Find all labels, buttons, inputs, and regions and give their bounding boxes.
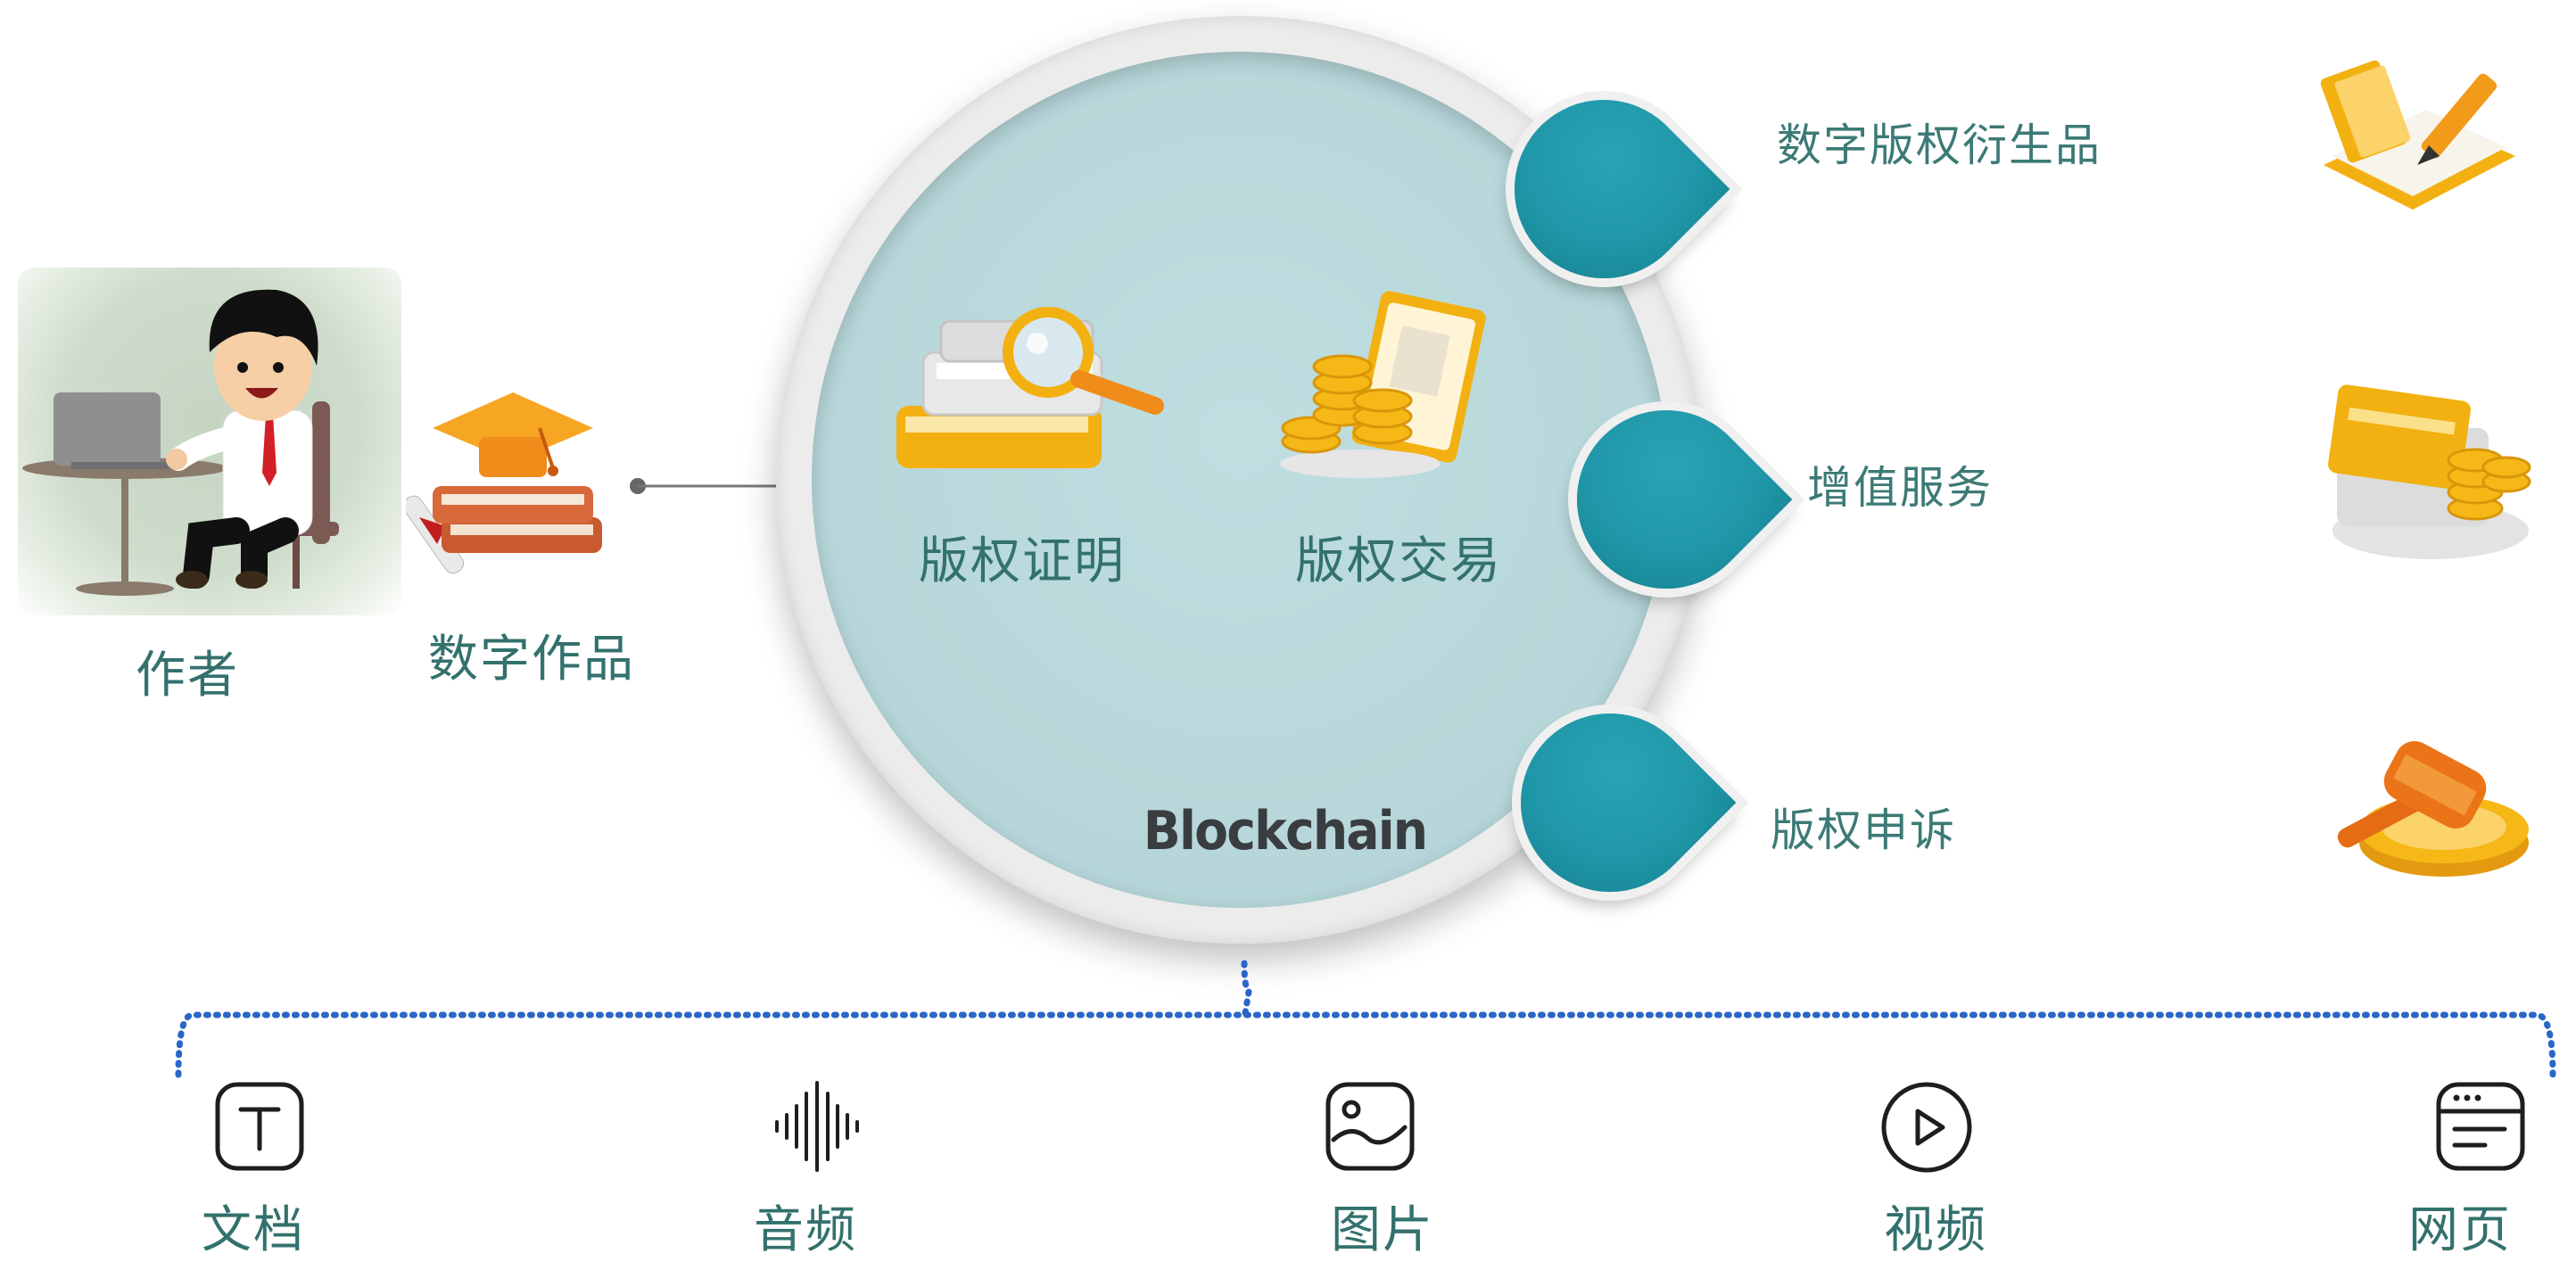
media-label-audio: 音频 bbox=[754, 1201, 857, 1259]
connector-line bbox=[630, 478, 803, 494]
copyright-trade-label: 版权交易 bbox=[1295, 532, 1502, 590]
graduation-books-icon bbox=[402, 392, 602, 574]
author-illustration bbox=[18, 268, 401, 615]
video-play-icon bbox=[1880, 1081, 1973, 1174]
text-document-icon bbox=[214, 1081, 305, 1172]
blockchain-label: Blockchain bbox=[1143, 800, 1428, 862]
copyright-trade-illustration bbox=[1276, 290, 1490, 486]
media-bracket bbox=[175, 960, 2556, 1078]
audio-wave-icon bbox=[772, 1081, 863, 1172]
digital-work-illustration bbox=[402, 383, 620, 589]
media-label-webpage: 网页 bbox=[2408, 1201, 2512, 1259]
notebook-pen-icon bbox=[2315, 40, 2520, 227]
coins-card-icon bbox=[2319, 375, 2533, 571]
coins-contract-icon bbox=[1280, 291, 1486, 478]
gavel-icon bbox=[2324, 727, 2533, 887]
branch-label-value-added: 增值服务 bbox=[1807, 462, 1993, 514]
books-magnifier-icon bbox=[896, 307, 1164, 468]
branch-label-derivatives: 数字版权衍生品 bbox=[1777, 120, 2101, 171]
media-label-document: 文档 bbox=[202, 1201, 305, 1259]
media-label-video: 视频 bbox=[1884, 1201, 1987, 1259]
author-at-laptop-icon bbox=[22, 289, 339, 596]
copyright-proof-illustration bbox=[888, 299, 1164, 495]
copyright-proof-label: 版权证明 bbox=[919, 532, 1126, 590]
media-label-image: 图片 bbox=[1331, 1201, 1434, 1259]
branch-label-appeal: 版权申诉 bbox=[1771, 804, 1956, 856]
digital-work-label: 数字作品 bbox=[428, 631, 635, 689]
image-icon bbox=[1325, 1081, 1416, 1172]
webpage-icon bbox=[2435, 1081, 2526, 1172]
author-label: 作者 bbox=[136, 647, 239, 705]
